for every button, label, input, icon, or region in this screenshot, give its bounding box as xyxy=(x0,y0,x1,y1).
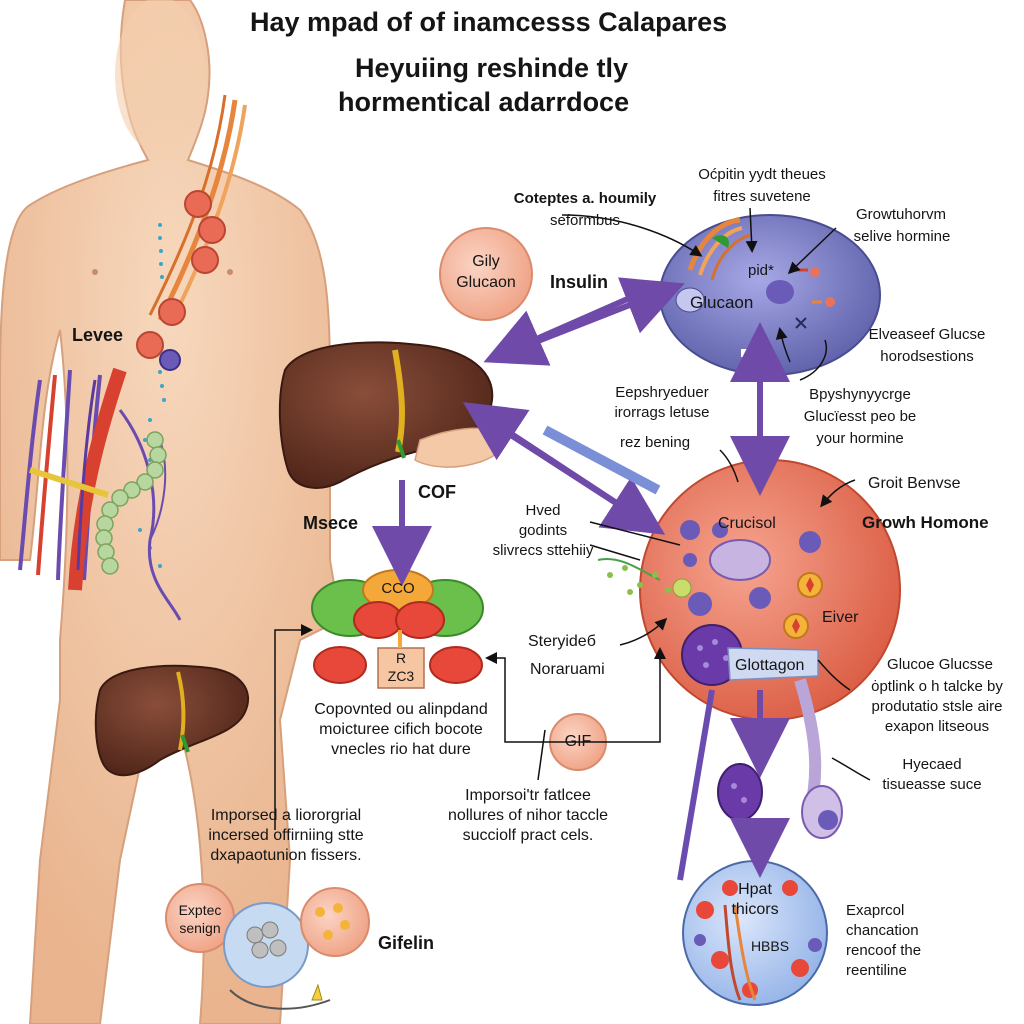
copovnted-label-line3: vnecles rio hat dure xyxy=(331,741,471,758)
glucoe-label-line2: ȯptlink o h talcke by xyxy=(871,678,1003,695)
gif-label: GIF xyxy=(564,733,592,750)
ocpitin-label-line2: fitres suvetene xyxy=(713,188,811,205)
gily-label: Gily xyxy=(472,253,500,270)
glucoe-label-line1: Glucoe Glucsse xyxy=(887,656,993,673)
zc3-label: ZC3 xyxy=(387,668,415,684)
pancreas-pid-label: pid* xyxy=(748,262,774,279)
noraruami-label: Noraruami xyxy=(530,661,605,678)
human-body xyxy=(0,0,342,1024)
imporsoi-label-line3: succiolf pract cels. xyxy=(462,827,594,844)
exaprol-label-line1: Exaprcol xyxy=(846,902,905,919)
signal-arrows xyxy=(372,277,790,778)
expatec-label-line2: senign xyxy=(179,920,221,936)
growth-homone-label: Growh Homone xyxy=(862,513,989,532)
diagram-subtitle-line2: hormentical adarrdoce xyxy=(338,87,630,117)
hyecad-label-line2: tisueasse suce xyxy=(882,776,982,793)
coteptes-label-line1: Coteptes a. houmily xyxy=(513,190,657,207)
hved-label-line2: godints xyxy=(518,522,568,539)
blue-arrow xyxy=(542,425,790,878)
blood-vessels xyxy=(18,367,182,621)
glottagon-label: Glottagon xyxy=(735,657,805,674)
hpat-label-line2: thicors xyxy=(731,901,779,918)
bpshy-label-line3: your hormine xyxy=(816,430,904,447)
hpat-label-line1: Hpat xyxy=(738,881,772,898)
imporsed-label-line2: incersed offirniing stte xyxy=(208,827,364,844)
gifelin-label: Gifelin xyxy=(378,933,435,953)
copovnted-label-line2: moicturee cifich bocote xyxy=(319,721,483,738)
descending-cells xyxy=(677,678,843,881)
levee-label: Levee xyxy=(72,325,124,345)
leader-lines xyxy=(274,207,871,830)
hved-label-line1: Hved xyxy=(525,502,561,519)
r-label: R xyxy=(395,650,407,666)
glucoe-label-line3: produtatio stsle aire xyxy=(871,698,1003,715)
liver-large xyxy=(278,341,509,489)
groit-benvse-label: Groit Benvse xyxy=(868,475,961,492)
imporsoi-label-line2: nollures of nihor taccle xyxy=(447,807,609,824)
growth-top-label-line1: Growtuhorvm xyxy=(855,206,947,223)
steryide-label: Steryideб xyxy=(528,633,596,650)
lymph-nodes xyxy=(136,190,226,371)
exaprol-label-line2: chancation xyxy=(846,922,919,939)
elvease-label-line1: Elveaseef Glucse xyxy=(868,326,986,343)
ocpitin-label-line1: Oćpitin yydt theues xyxy=(698,166,826,183)
hbbs-label: HBBS xyxy=(750,938,790,954)
hved-label-line3: slivrecs sttehiiy xyxy=(492,542,594,559)
eepshry-label-line1: Eepshryeduer xyxy=(615,384,709,401)
insulin-label: Insulin xyxy=(550,272,608,292)
intestine xyxy=(95,431,167,575)
eepshry-label-line2: irorrags letuse xyxy=(614,404,710,421)
imporsed-label-line3: dxapaotunion fissers. xyxy=(210,847,362,864)
bottom-left-bubbles xyxy=(165,883,370,1010)
diagram-subtitle-line1: Heyuiing reshinde tly xyxy=(355,53,629,83)
imporsoi-label-line1: Imporsoi'tr fatlcee xyxy=(465,787,591,804)
glucaon-bubble-label: Glucaon xyxy=(456,274,516,291)
hyecad-label-line1: Hyecaed xyxy=(902,756,962,773)
bloodstream-sphere xyxy=(682,860,828,1006)
bpshy-label-line2: Glucïesst peo be xyxy=(803,408,917,425)
cco-label: CCO xyxy=(381,580,415,597)
exaprol-label-line3: rencoof the xyxy=(846,942,922,959)
target-cell xyxy=(597,459,901,721)
bpshy-label-line1: Bpyshynyycrge xyxy=(809,386,911,403)
cco-complex xyxy=(311,569,484,689)
growth-top-label-line2: selive hormine xyxy=(853,228,951,245)
coteptes-label-line2: seformbus xyxy=(549,212,621,229)
pancreas-glucaon-label: Glucaon xyxy=(690,293,754,312)
imporsed-label-line1: Imporsed a liororgrial xyxy=(210,807,362,824)
copovnted-label-line1: Copovnted ou alinpdand xyxy=(314,701,488,718)
diagram-title: Hay mpad of of inamcesss Calapares xyxy=(250,7,728,37)
liver-small xyxy=(94,664,250,777)
eiver-label: Eiver xyxy=(822,609,859,626)
glucoe-label-line4: exapon litseous xyxy=(884,718,990,735)
pancreas-cell xyxy=(659,214,881,376)
dotted-vessels xyxy=(138,223,166,568)
expatec-label-line1: Exptec xyxy=(178,902,222,918)
cof-label: COF xyxy=(418,482,456,502)
crucisol-label: Crucisol xyxy=(718,515,776,532)
elvease-label-line2: horodsestions xyxy=(880,348,974,365)
msece-label: Msece xyxy=(303,513,359,533)
exaprol-label-line4: reentiline xyxy=(846,962,907,979)
rez-bening-label: rez bening xyxy=(620,434,691,451)
